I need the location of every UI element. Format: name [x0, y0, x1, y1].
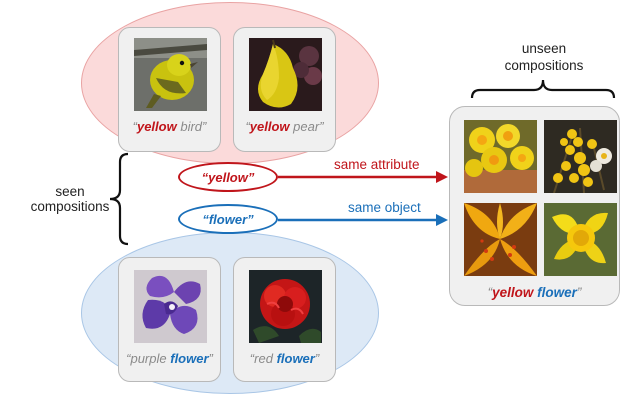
yellow-daffodils-photo: [464, 120, 537, 193]
unseen-caption: “yellow flower”: [487, 285, 582, 300]
object-arrow: [278, 214, 448, 226]
top-brace-icon: [470, 79, 616, 99]
card-caption: “yellow pear”: [245, 119, 324, 134]
card-yellow-bird: “yellow bird”: [118, 27, 221, 152]
seen-compositions-label: seen compositions: [30, 184, 110, 214]
unseen-composition-panel: “yellow flower”: [449, 106, 620, 306]
card-purple-flower: “purple flower”: [118, 257, 221, 382]
yellow-pear-photo: [249, 38, 322, 111]
attribute-pill: “yellow”: [178, 162, 278, 192]
card-caption: “purple flower”: [126, 351, 213, 366]
yellow-bird-photo: [134, 38, 207, 111]
red-flower-photo: [249, 270, 322, 343]
arrows: [278, 171, 448, 226]
card-caption: “red flower”: [249, 351, 320, 366]
object-pill: “flower”: [178, 204, 278, 234]
yellow-daffodil-photo: [544, 203, 617, 276]
same-object-label: same object: [348, 200, 421, 215]
yellow-forsythia-photo: [544, 120, 617, 193]
card-caption: “yellow bird”: [132, 119, 207, 134]
card-red-flower: “red flower”: [233, 257, 336, 382]
orange-lily-photo: [464, 203, 537, 276]
attribute-arrow: [278, 171, 448, 183]
card-yellow-pear: “yellow pear”: [233, 27, 336, 152]
purple-flower-photo: [134, 270, 207, 343]
left-brace-icon: [109, 152, 129, 246]
same-attribute-label: same attribute: [334, 157, 420, 172]
unseen-compositions-label: unseen compositions: [504, 41, 584, 73]
